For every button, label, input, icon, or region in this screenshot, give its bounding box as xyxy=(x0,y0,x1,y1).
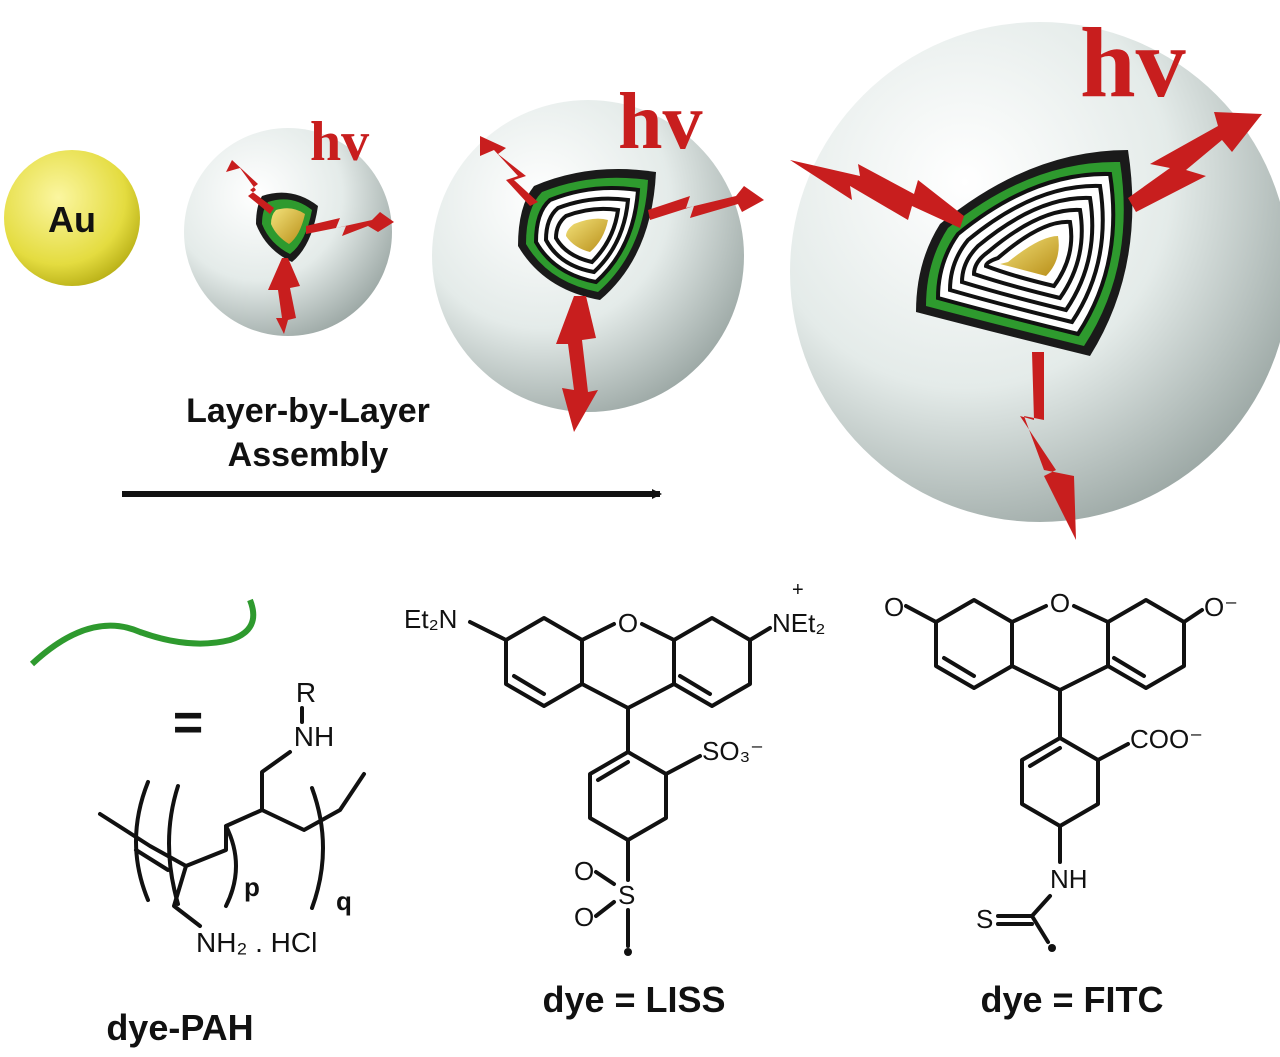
liss-plus: + xyxy=(792,579,804,601)
liss-right-amine: NEt₂ xyxy=(772,608,825,638)
dye-pah-caption: dye-PAH xyxy=(106,1007,253,1048)
hv-label-3: hv xyxy=(1080,7,1186,118)
amine-hcl-label: NH₂ . HCl xyxy=(196,927,317,958)
sphere-3: hv xyxy=(790,7,1280,540)
liss-structure: Et₂N NEt₂ + O SO₃⁻ S O O dye = LISS xyxy=(404,579,825,1020)
photon-bolt-1 xyxy=(226,160,394,334)
sphere-2: hv xyxy=(432,78,764,432)
gold-core: Au xyxy=(4,150,140,286)
equals-sign: = xyxy=(173,694,203,752)
dye-pah-structure: = R NH p q NH₂ . HCl dye-PAH xyxy=(29,598,366,1048)
q-subscript: q xyxy=(336,886,352,916)
fitc-bridge-o: O xyxy=(1050,588,1070,618)
fitc-keto-o: O xyxy=(884,592,904,622)
fitc-phenolate: O⁻ xyxy=(1204,592,1238,622)
p-subscript: p xyxy=(244,872,260,902)
process-label-line2: Assembly xyxy=(228,436,389,474)
fitc-s: S xyxy=(976,904,993,934)
liss-bridge-o: O xyxy=(618,608,638,638)
liss-caption: dye = LISS xyxy=(542,979,725,1020)
hv-label-2: hv xyxy=(618,78,703,166)
polymer-chain-icon xyxy=(29,598,257,667)
au-label: Au xyxy=(48,199,96,240)
liss-sulfonate: SO₃⁻ xyxy=(702,736,764,766)
polymer-nh-label: NH xyxy=(294,721,334,752)
hv-label-1: hv xyxy=(310,111,369,173)
liss-sulfonyl-o1: O xyxy=(574,856,594,886)
liss-left-amine: Et₂N xyxy=(404,604,457,634)
fitc-structure: O O⁻ O COO⁻ NH S dye = FITC xyxy=(884,588,1238,1020)
photon-bolt-3 xyxy=(790,112,1262,540)
sphere-1: hv xyxy=(184,111,394,336)
process-label-line1: Layer-by-Layer xyxy=(186,392,430,430)
r-group-label: R xyxy=(296,677,316,708)
photon-bolt-2 xyxy=(480,136,764,432)
fitc-nh: NH xyxy=(1050,864,1088,894)
fitc-caption: dye = FITC xyxy=(980,979,1163,1020)
fitc-carboxylate: COO⁻ xyxy=(1130,724,1203,754)
liss-sulfonyl-o2: O xyxy=(574,902,594,932)
liss-sulfonyl-s: S xyxy=(618,880,635,910)
